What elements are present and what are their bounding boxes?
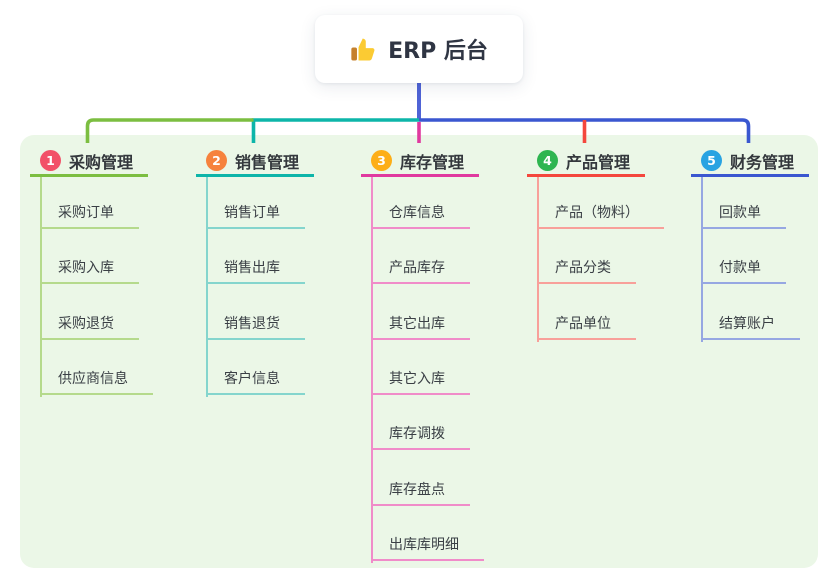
branch-title-node[interactable]: 3 库存管理: [361, 147, 479, 177]
branch: 4 产品管理 产品（物料） 产品分类产品单位: [527, 147, 687, 342]
child-node[interactable]: 销售出库: [206, 258, 305, 285]
branch-title-label: 采购管理: [69, 152, 134, 172]
child-node[interactable]: 销售退货: [206, 314, 305, 340]
branch: 3 库存管理 仓库信息产品库存其它出库其它入库库存调拨库存盘点出库库明细: [361, 147, 521, 563]
child-node[interactable]: 产品单位: [537, 314, 636, 340]
branch-title-node[interactable]: 4 产品管理: [527, 147, 645, 177]
branch-child-connector-line: [40, 177, 42, 397]
branch-number-badge: 5: [701, 150, 722, 171]
child-node[interactable]: 回款单: [701, 203, 786, 229]
branch-child-connector-line: [537, 177, 539, 342]
branch: 2 销售管理 销售订单销售出库销售退货客户信息: [196, 147, 356, 397]
child-node[interactable]: 仓库信息: [371, 203, 470, 229]
child-node[interactable]: 产品（物料）: [537, 203, 664, 229]
branch-number-badge: 4: [537, 150, 558, 171]
child-node[interactable]: 结算账户: [701, 314, 800, 340]
branch-title-label: 销售管理: [235, 152, 300, 172]
branch-title-label: 产品管理: [566, 152, 631, 172]
child-node[interactable]: 销售订单: [206, 203, 305, 229]
child-node[interactable]: 其它出库: [371, 314, 470, 340]
branch: 5 财务管理 回款单付款单结算账户: [691, 147, 839, 342]
child-node[interactable]: 出库库明细: [371, 535, 484, 561]
branch-child-connector-line: [206, 177, 208, 397]
root-node[interactable]: ERP 后台: [315, 15, 523, 83]
branch-number-badge: 2: [206, 150, 227, 171]
mindmap-background-panel: [20, 135, 818, 568]
child-node[interactable]: 采购退货: [40, 314, 139, 340]
child-node[interactable]: 采购订单: [40, 203, 139, 229]
branch-number-badge: 1: [40, 150, 61, 171]
child-node[interactable]: 客户信息: [206, 369, 305, 395]
branch-title-node[interactable]: 1 采购管理: [30, 147, 148, 177]
branch-child-connector-line: [701, 177, 703, 342]
child-node[interactable]: 产品分类: [537, 258, 636, 285]
child-node[interactable]: 产品库存: [371, 258, 470, 285]
child-node[interactable]: 采购入库: [40, 258, 139, 285]
child-node[interactable]: 其它入库: [371, 369, 470, 395]
thumbs-up-icon: [350, 36, 377, 63]
branch-title-node[interactable]: 2 销售管理: [196, 147, 314, 177]
branch: 1 采购管理 采购订单采购入库采购退货供应商信息: [30, 147, 190, 397]
child-node[interactable]: 库存调拨: [371, 424, 470, 451]
branch-title-label: 库存管理: [400, 152, 465, 172]
child-node[interactable]: 供应商信息: [40, 369, 153, 395]
child-node[interactable]: 付款单: [701, 258, 786, 285]
root-node-label: ERP 后台: [388, 39, 488, 64]
branch-title-node[interactable]: 5 财务管理: [691, 147, 809, 177]
child-node[interactable]: 库存盘点: [371, 480, 470, 506]
branch-number-badge: 3: [371, 150, 392, 171]
branch-title-label: 财务管理: [730, 152, 795, 172]
branch-child-connector-line: [371, 177, 373, 563]
